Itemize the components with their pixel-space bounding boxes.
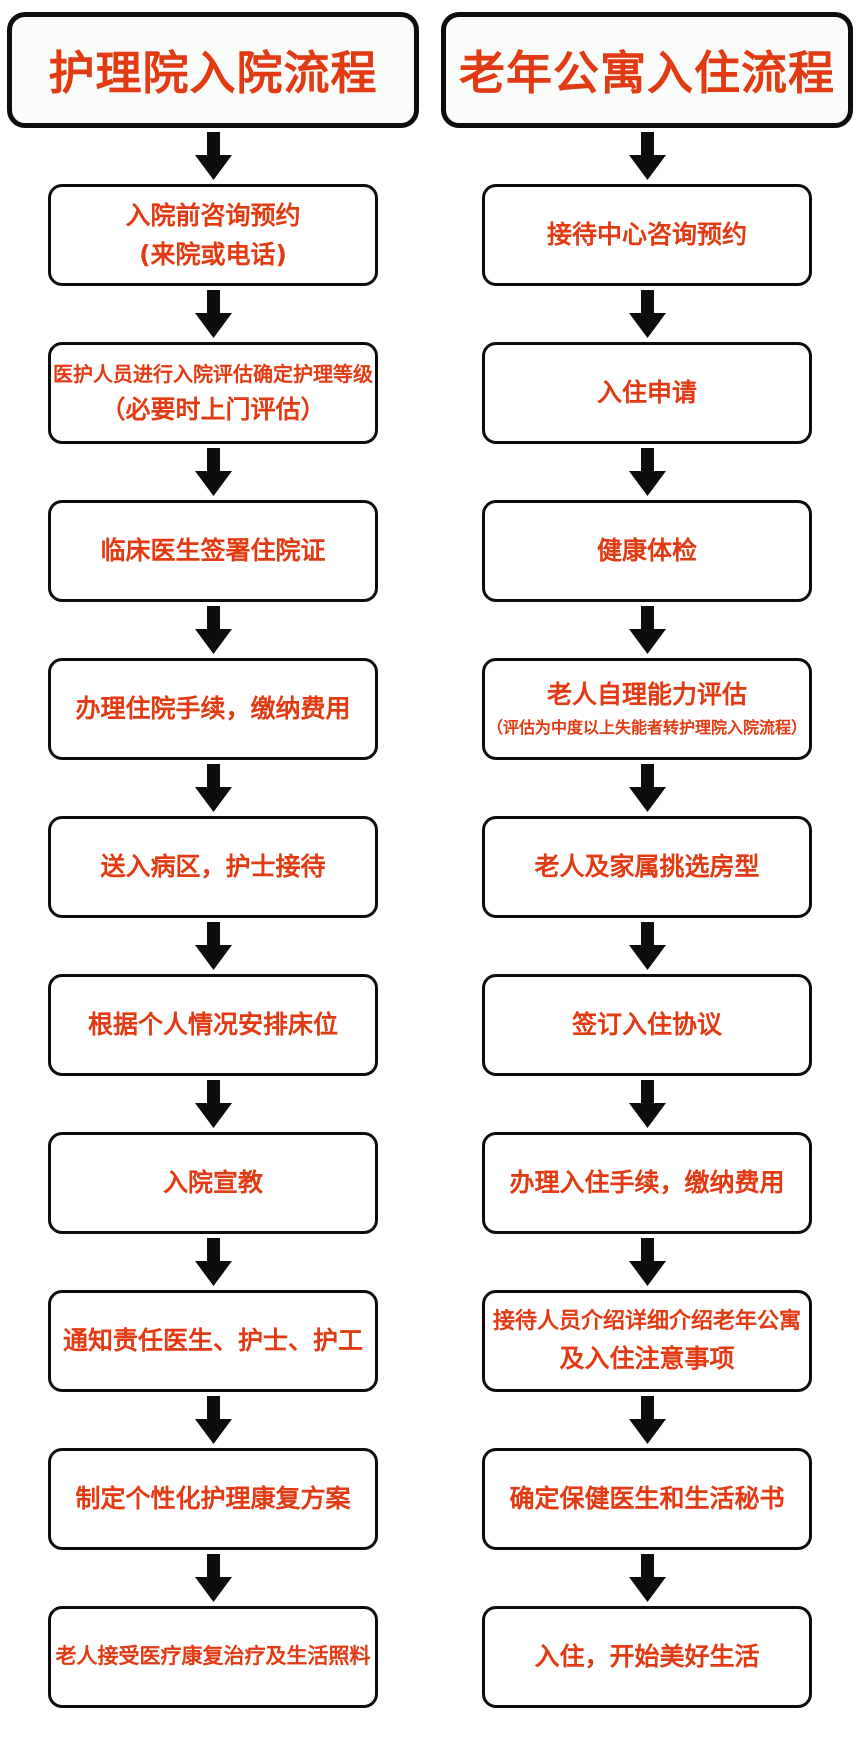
column-nursing-home-admission: 护理院入院流程 入院前咨询预约 (来院或电话) 医护人员进行入院评估确定护理等级 （必…: [7, 12, 419, 1758]
flow-step: 签订入住协议: [482, 974, 812, 1076]
flow-step-text: 通知责任医生、护士、护工: [62, 1326, 363, 1356]
down-arrow-icon: [482, 918, 812, 974]
flow-step: 入住，开始美好生活: [482, 1606, 812, 1708]
down-arrow-icon: [482, 128, 812, 184]
down-arrow-icon: [482, 602, 812, 658]
senior-apartment-title-text: 老年公寓入住流程: [459, 46, 835, 100]
flow-step-text: 办理入住手续，缴纳费用: [509, 1168, 785, 1198]
flow-step: 入住申请: [482, 342, 812, 444]
down-arrow-icon: [48, 1076, 378, 1132]
flow-step: 健康体检: [482, 500, 812, 602]
down-arrow-icon: [482, 1392, 812, 1448]
flow-step: 制定个性化护理康复方案: [48, 1448, 378, 1550]
flow-step-text: 入院前咨询预约: [125, 201, 301, 230]
flow-step: 通知责任医生、护士、护工: [48, 1290, 378, 1392]
flow-step: 接待中心咨询预约: [482, 184, 812, 286]
flow-step-text: 送入病区，护士接待: [100, 852, 326, 882]
flow-step: 根据个人情况安排床位: [48, 974, 378, 1076]
flow-step-text: 制定个性化护理康复方案: [75, 1484, 351, 1514]
flow-step: 入院宣教: [48, 1132, 378, 1234]
flow-step-text: 老人及家属挑选房型: [534, 852, 760, 882]
nursing-home-steps: 入院前咨询预约 (来院或电话) 医护人员进行入院评估确定护理等级 （必要时上门评估） 临…: [48, 128, 378, 1708]
down-arrow-icon: [482, 760, 812, 816]
down-arrow-icon: [482, 444, 812, 500]
flow-step-text: 健康体检: [596, 536, 697, 566]
flow-step: 老人及家属挑选房型: [482, 816, 812, 918]
down-arrow-icon: [48, 1234, 378, 1290]
senior-apartment-title-box: 老年公寓入住流程: [441, 12, 853, 128]
flow-step-text: 接待中心咨询预约: [546, 220, 747, 250]
flow-step: 老人自理能力评估 （评估为中度以上失能者转护理院入院流程）: [482, 658, 812, 760]
down-arrow-icon: [48, 760, 378, 816]
flow-step-text: （评估为中度以上失能者转护理院入院流程）: [487, 718, 808, 738]
flow-step: 医护人员进行入院评估确定护理等级 （必要时上门评估）: [48, 342, 378, 444]
flow-step-text: 签订入住协议: [571, 1010, 722, 1040]
flow-step: 接待人员介绍详细介绍老年公寓及入住注意事项: [482, 1290, 812, 1392]
flow-step-text: 医护人员进行入院评估确定护理等级: [53, 361, 373, 386]
flow-step-text: 接待人员介绍详细介绍老年公寓: [492, 1308, 801, 1334]
flow-step: 送入病区，护士接待: [48, 816, 378, 918]
down-arrow-icon: [482, 1234, 812, 1290]
flow-step: 入院前咨询预约 (来院或电话): [48, 184, 378, 286]
flow-step: 临床医生签署住院证: [48, 500, 378, 602]
down-arrow-icon: [482, 1550, 812, 1606]
flow-step-text: (来院或电话): [139, 239, 287, 269]
down-arrow-icon: [48, 286, 378, 342]
flow-step-text: 及入住注意事项: [559, 1343, 735, 1373]
flow-step-text: （必要时上门评估）: [100, 394, 326, 424]
flow-step-text: 办理住院手续，缴纳费用: [75, 694, 351, 724]
down-arrow-icon: [482, 286, 812, 342]
flow-step-text: 入住，开始美好生活: [534, 1642, 760, 1672]
flow-step-text: 临床医生签署住院证: [100, 536, 326, 566]
flow-step: 确定保健医生和生活秘书: [482, 1448, 812, 1550]
nursing-home-title-box: 护理院入院流程: [7, 12, 419, 128]
flow-step-text: 老人自理能力评估: [546, 679, 747, 709]
flow-step: 办理入住手续，缴纳费用: [482, 1132, 812, 1234]
down-arrow-icon: [48, 128, 378, 184]
flow-step-text: 入住申请: [596, 378, 697, 408]
column-senior-apartment-checkin: 老年公寓入住流程 接待中心咨询预约入住申请健康体检老人自理能力评估 （评估为中度以…: [441, 12, 853, 1758]
down-arrow-icon: [48, 444, 378, 500]
down-arrow-icon: [48, 602, 378, 658]
flow-step-text: 确定保健医生和生活秘书: [509, 1484, 785, 1514]
flow-step-text: 入院宣教: [162, 1168, 263, 1198]
down-arrow-icon: [48, 1392, 378, 1448]
flow-step-text: 老人接受医疗康复治疗及生活照料: [55, 1644, 371, 1669]
flow-step: 办理住院手续，缴纳费用: [48, 658, 378, 760]
down-arrow-icon: [48, 1550, 378, 1606]
down-arrow-icon: [482, 1076, 812, 1132]
flow-step: 老人接受医疗康复治疗及生活照料: [48, 1606, 378, 1708]
down-arrow-icon: [48, 918, 378, 974]
senior-apartment-steps: 接待中心咨询预约入住申请健康体检老人自理能力评估 （评估为中度以上失能者转护理院入…: [482, 128, 812, 1708]
flow-step-text: 根据个人情况安排床位: [87, 1010, 338, 1040]
nursing-home-title-text: 护理院入院流程: [48, 46, 378, 100]
